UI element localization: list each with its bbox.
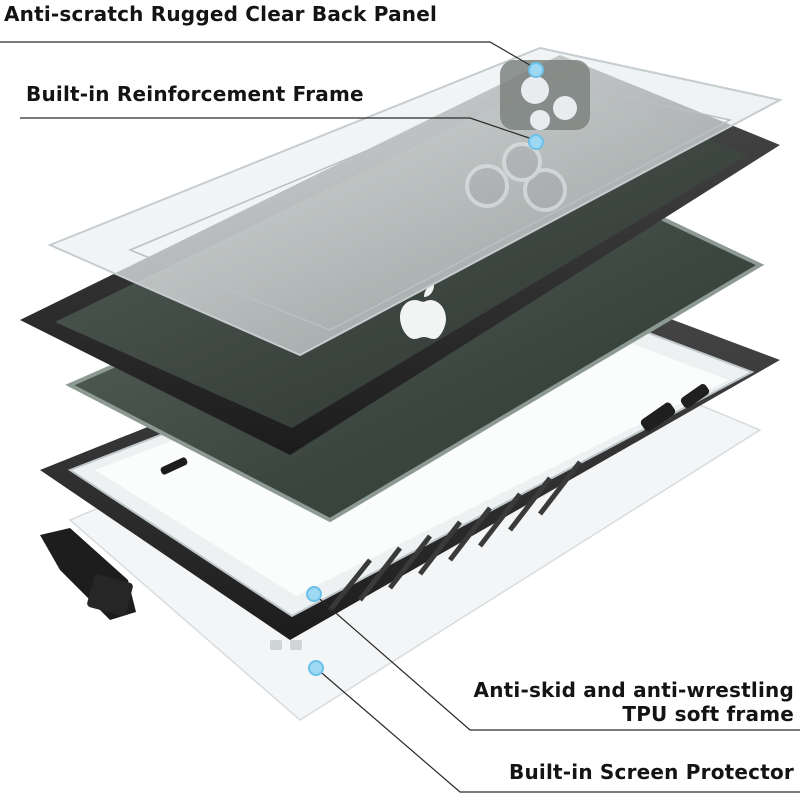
clear-back-panel-layer: [47, 46, 783, 357]
callout-label-tpu-frame-line2: TPU soft frame: [622, 702, 794, 726]
port-cover-icon: [40, 528, 136, 620]
apple-logo-icon: [400, 285, 446, 339]
callout-screen-protector: [308, 660, 800, 793]
callout-label-tpu-frame-line1: Anti-skid and anti-wrestling: [473, 678, 794, 702]
callout-tpu-frame: [306, 586, 800, 731]
callout-label-reinforcement-frame: Built-in Reinforcement Frame: [26, 82, 364, 106]
callout-label-back-panel: Anti-scratch Rugged Clear Back Panel: [4, 2, 438, 26]
callout-back-panel: [0, 41, 544, 78]
callout-label-screen-protector: Built-in Screen Protector: [509, 760, 794, 784]
callout-label-tpu-frame: Anti-skid and anti-wrestling TPU soft fr…: [474, 678, 794, 726]
callout-reinforcement-frame: [20, 117, 544, 150]
